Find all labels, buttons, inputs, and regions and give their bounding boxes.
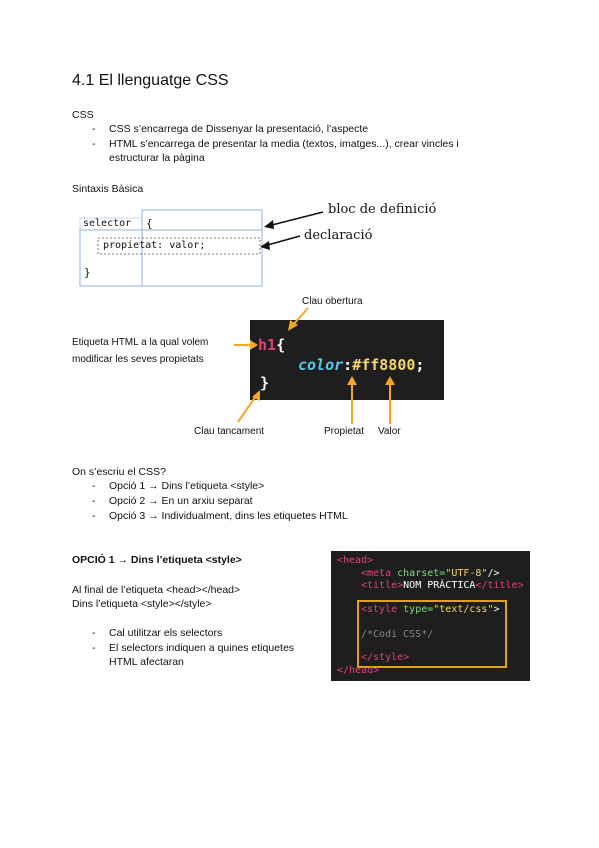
list-item: HTML s’encarrega de presentar la media (… xyxy=(109,138,459,150)
open-brace: { xyxy=(146,217,153,230)
code-style-attr: type= xyxy=(403,604,434,615)
code-meta-val: "UTF-8" xyxy=(445,568,488,579)
list-item: Opció 1 → Dins l’etiqueta <style> xyxy=(109,480,265,492)
list-item: Opció 2 → En un arxiu separat xyxy=(109,495,253,507)
code-title-close: </title> xyxy=(475,580,524,591)
bullet-dash: - xyxy=(92,510,96,522)
code-close-brace: } xyxy=(260,374,270,392)
code-line1: h1{ xyxy=(258,336,285,354)
code-colon: : xyxy=(343,356,353,374)
code-open-brace: { xyxy=(276,336,286,354)
syntax-diagram-svg xyxy=(79,209,324,287)
label-etiqueta-line2: modificar les seves propietats xyxy=(72,354,204,365)
section-on-title: On s’escriu el CSS? xyxy=(72,466,166,478)
selector-text: selector xyxy=(83,218,132,229)
label-valor: Valor xyxy=(378,426,401,437)
code-semicolon: ; xyxy=(415,356,425,374)
css-anatomy-diagram: Clau obertura Etiqueta HTML a la qual vo… xyxy=(60,290,460,445)
section-sintaxis-title: Sintaxis Bàsica xyxy=(72,183,144,195)
code-style-gt: > xyxy=(493,604,500,615)
list-item: El selectors indiquen a quines etiquetes xyxy=(109,642,295,654)
label-propietat: Propietat xyxy=(324,426,365,437)
arrow-declaration-head xyxy=(260,241,270,250)
css-anatomy-svg xyxy=(234,307,444,424)
arrow-declaration xyxy=(263,235,301,247)
opcio1-line1: Al final de l’etiqueta <head></head> xyxy=(72,584,241,596)
section-css-title: CSS xyxy=(72,109,94,121)
list-item: Cal utilitzar els selectors xyxy=(109,627,223,639)
bullet-dash: - xyxy=(92,642,96,654)
code-snippet-bg xyxy=(250,320,444,400)
code-comment: /*Codi CSS*/ xyxy=(361,629,434,640)
code-sample: <head> <meta charset="UTF-8"/> <title>NO… xyxy=(331,551,530,681)
bullet-dash: - xyxy=(92,480,96,492)
arrow-block xyxy=(267,211,324,227)
definition-block-top xyxy=(141,209,263,287)
arrow-open-head xyxy=(288,320,298,331)
label-bloc: bloc de definició xyxy=(328,202,437,217)
section-opcio1-title: OPCIÓ 1 → Dins l’etiqueta <style> xyxy=(72,554,242,566)
list-item: Opció 3 → Individualment, dins les etiqu… xyxy=(109,510,348,522)
code-title-text: NOM PRÀCTICA xyxy=(403,580,476,591)
code-line2: color:#ff8800; xyxy=(298,356,424,374)
code-style-val: "text/css" xyxy=(433,604,494,615)
code-value: #ff8800 xyxy=(352,356,416,374)
code-meta-attr: charset= xyxy=(397,568,446,579)
code-meta-close: /> xyxy=(487,568,500,579)
list-item-continuation: estructurar la pàgina xyxy=(109,152,205,164)
list-item-continuation: HTML afectaran xyxy=(109,656,184,668)
close-brace: } xyxy=(84,266,91,279)
code-property: color xyxy=(298,356,344,374)
code-head-open: <head> xyxy=(337,555,374,566)
declaration-text: propietat: valor; xyxy=(103,240,206,251)
bullet-dash: - xyxy=(92,495,96,507)
label-declaracio: declaració xyxy=(304,228,373,243)
code-tag: h1 xyxy=(258,336,277,354)
label-etiqueta: Etiqueta HTML a la qual volem modificar … xyxy=(72,334,208,368)
page-title: 4.1 El llenguatge CSS xyxy=(72,72,229,89)
label-clau-obertura: Clau obertura xyxy=(302,296,363,307)
code-style-close: </style> xyxy=(361,652,410,663)
opcio1-line2: Dins l’etiqueta <style></style> xyxy=(72,598,212,610)
code-style-open: <style xyxy=(361,604,398,615)
arrow-value-head xyxy=(385,376,395,385)
declaration-box xyxy=(97,237,261,255)
bullet-dash: - xyxy=(92,627,96,639)
code-head-close: </head> xyxy=(337,665,380,676)
label-etiqueta-line1: Etiqueta HTML a la qual volem xyxy=(72,337,209,348)
list-item: CSS s’encarrega de Dissenyar la presenta… xyxy=(109,123,369,135)
arrow-block-head xyxy=(264,220,274,229)
code-style-open-line: <style type="text/css"> xyxy=(361,604,500,615)
bullet-dash: - xyxy=(92,123,96,135)
code-meta-tag: <meta xyxy=(361,568,392,579)
code-title-line: <title>NOM PRÀCTICA</title> xyxy=(361,580,524,591)
arrow-close-head xyxy=(252,390,260,401)
bullet-dash: - xyxy=(92,138,96,150)
style-highlight-box xyxy=(357,600,507,668)
code-meta-line: <meta charset="UTF-8"/> xyxy=(361,568,500,579)
code-title-open: <title> xyxy=(361,580,404,591)
arrow-tag-head xyxy=(250,340,258,350)
arrow-close xyxy=(237,395,257,423)
label-clau-tancament: Clau tancament xyxy=(194,426,265,437)
syntax-diagram: selector { propietat: valor; } bloc de d… xyxy=(78,202,438,290)
arrow-property-head xyxy=(347,376,357,385)
